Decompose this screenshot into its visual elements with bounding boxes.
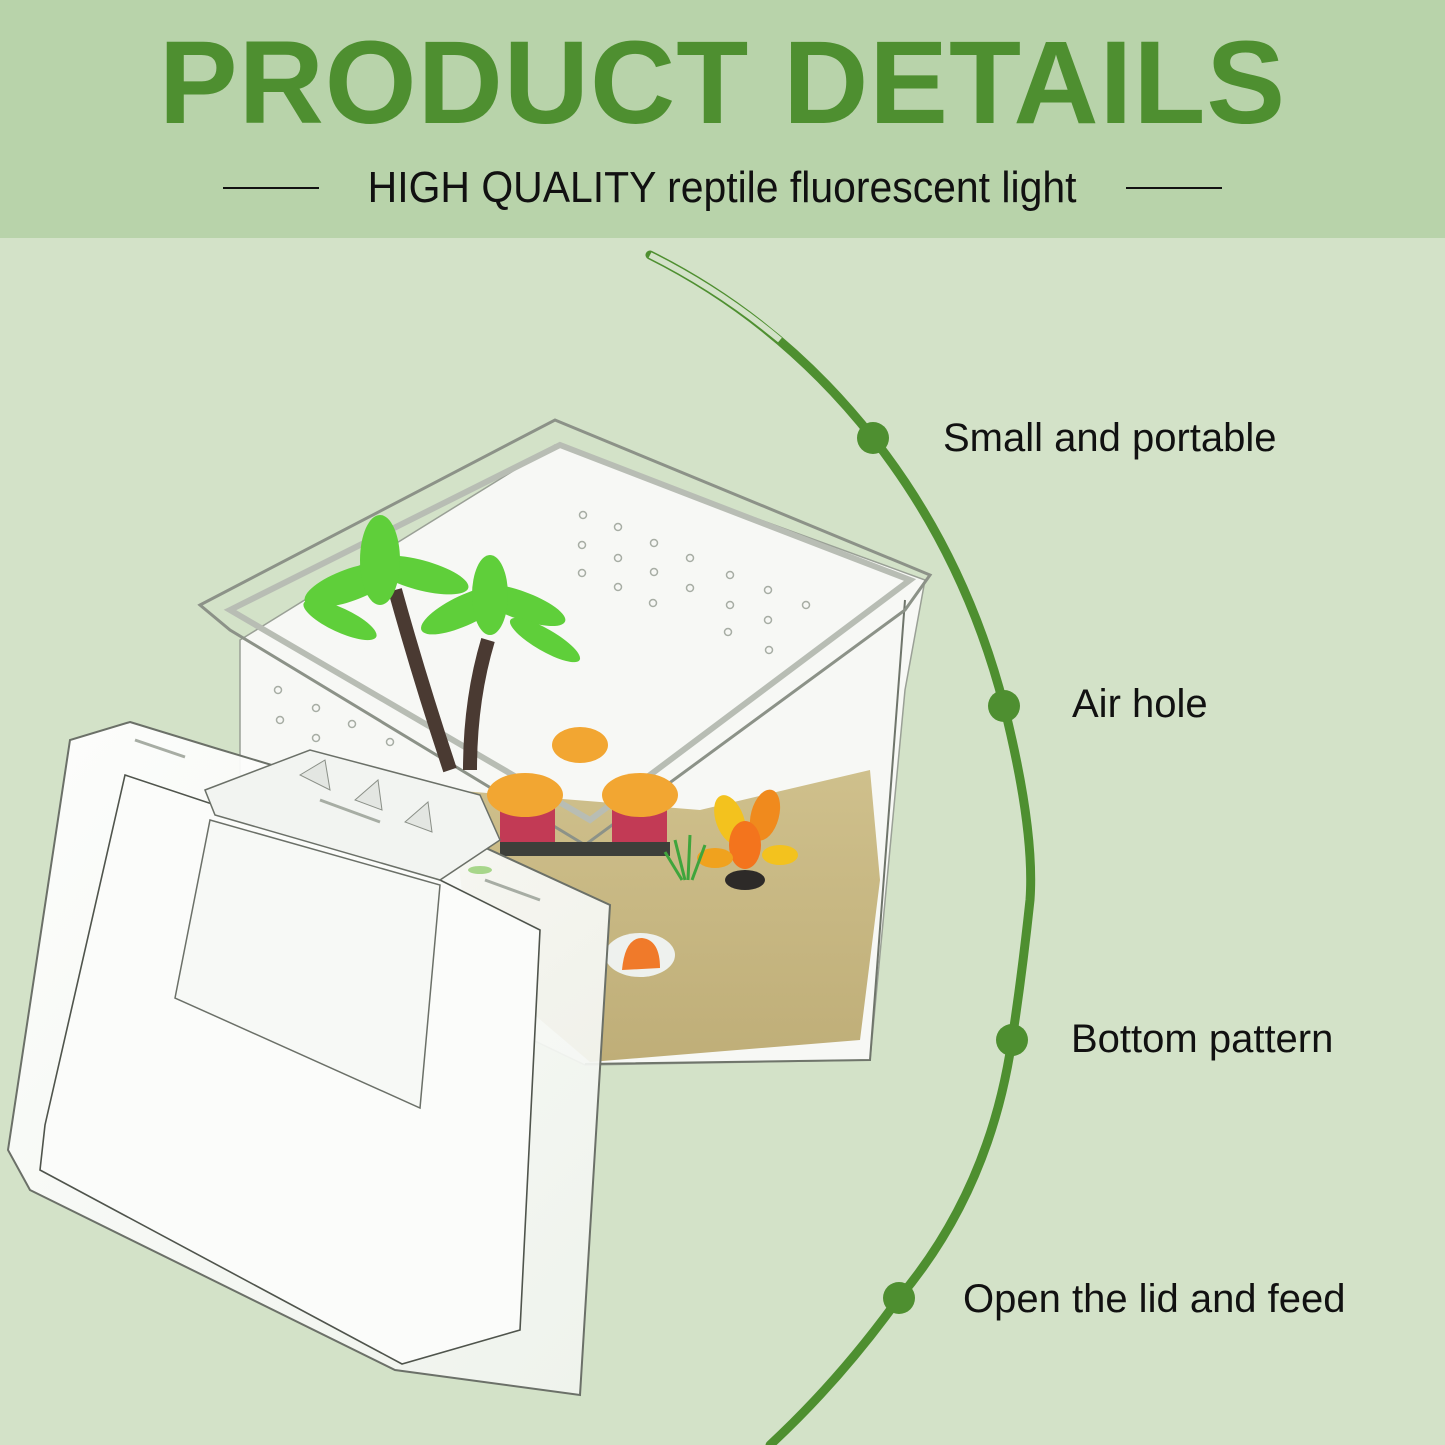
scallop-shell: [605, 933, 675, 977]
page-title: PRODUCT DETAILS: [158, 17, 1287, 149]
header-banner: PRODUCT DETAILS HIGH QUALITY reptile flu…: [0, 0, 1445, 238]
air-holes: [273, 510, 811, 747]
page-subtitle: HIGH QUALITY reptile fluorescent light: [368, 163, 1077, 212]
timeline-dot-4: [883, 1282, 915, 1314]
feature-open-lid-and-feed: Open the lid and feed: [963, 1277, 1346, 1321]
feature-air-hole: Air hole: [1072, 682, 1208, 726]
grass-tuft: [663, 834, 707, 881]
timeline-dot-1: [857, 422, 889, 454]
open-lid: [6, 720, 612, 1397]
palm-tree-ornaments: [303, 515, 581, 773]
feature-small-and-portable: Small and portable: [943, 416, 1277, 460]
left-divider-line: [223, 187, 320, 189]
timeline-dot-2: [988, 690, 1020, 722]
feature-bottom-pattern: Bottom pattern: [1071, 1017, 1334, 1061]
thatched-hut-ornament: [487, 727, 678, 856]
subtitle-row: HIGH QUALITY reptile fluorescent light: [0, 160, 1445, 216]
lid-hinge: [204, 749, 501, 881]
timeline-dot-3: [996, 1024, 1028, 1056]
right-divider-line: [1125, 187, 1222, 189]
orange-plant: [697, 789, 798, 890]
